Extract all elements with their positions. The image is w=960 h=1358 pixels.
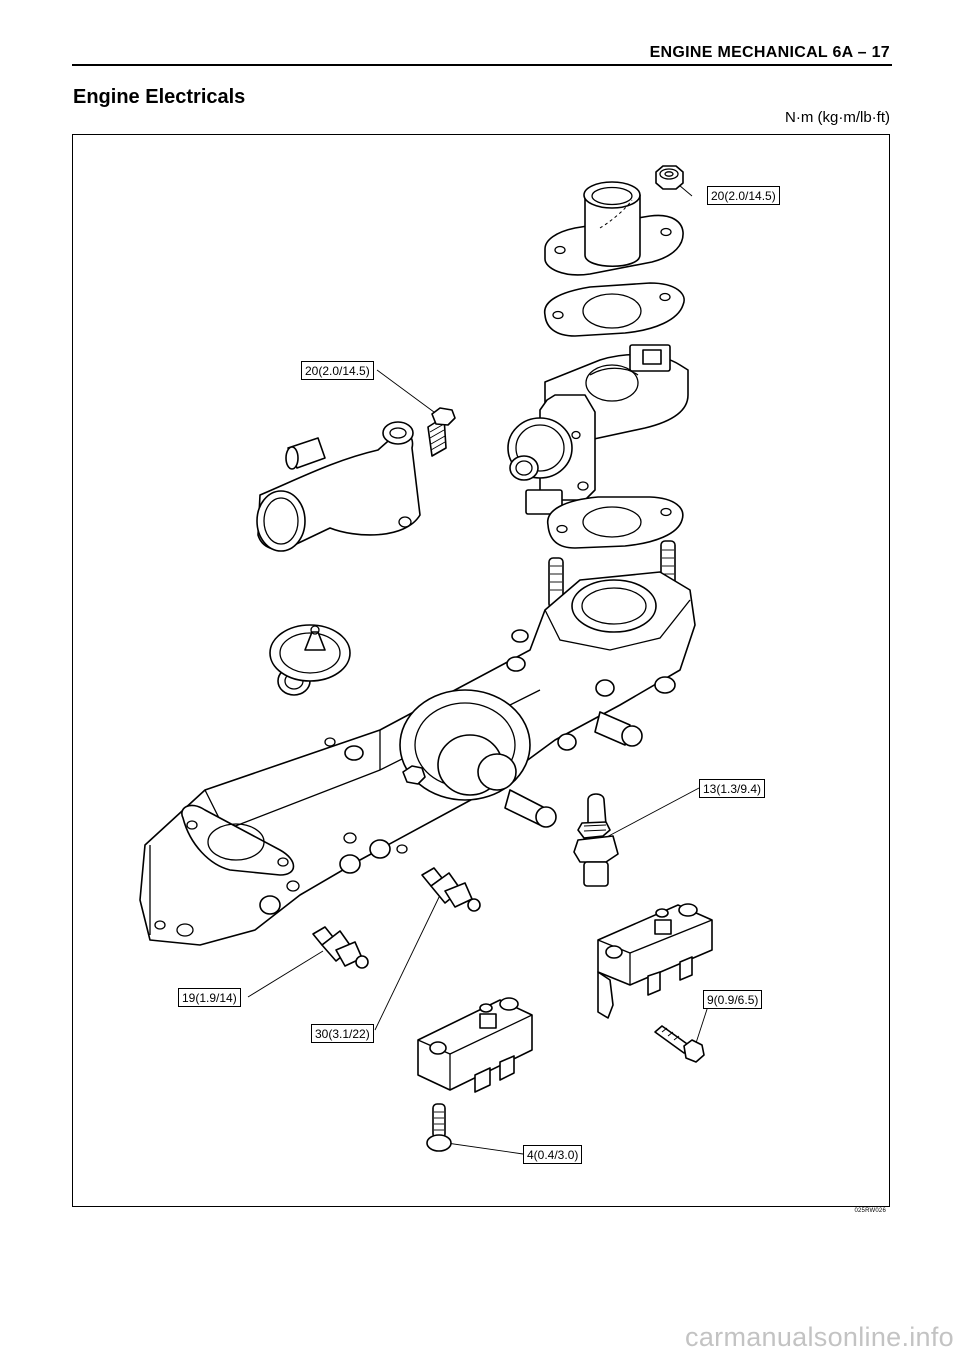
callout-sender-19-torque: 19(1.9/14) [178, 988, 241, 1007]
sender-19-part [312, 926, 369, 969]
housing-bolt-part [427, 407, 456, 457]
control-module-part [417, 997, 533, 1093]
sender-30-part [421, 867, 481, 912]
callout-bracket-bolt-torque: 9(0.9/6.5) [703, 990, 763, 1009]
thermostat-housing-part [507, 344, 689, 515]
callout-module-screw-torque: 4(0.4/3.0) [523, 1145, 583, 1164]
callout-temp-sensor-torque: 13(1.3/9.4) [699, 779, 766, 798]
intake-manifold-part [139, 571, 696, 946]
running-header: ENGINE MECHANICAL 6A – 17 [649, 44, 890, 61]
callout-housing-bolt-torque: 20(2.0/14.5) [301, 361, 374, 380]
leader-lines [247, 179, 711, 1155]
callout-sender-30-torque: 30(3.1/22) [311, 1024, 374, 1043]
temp-sensor-13-part [573, 793, 619, 887]
watermark: carmanualsonline.info [685, 1322, 954, 1352]
header-rule [72, 64, 892, 66]
section-title: Engine Electricals [73, 86, 246, 108]
water-inlet-part [256, 421, 421, 552]
torque-units: N·m (kg·m/lb·ft) [785, 109, 890, 126]
control-module-bracket-part [597, 903, 713, 1019]
upper-gasket-part [543, 282, 685, 337]
lower-gasket-part [547, 496, 684, 549]
module-screw-4-part [426, 1103, 452, 1152]
figure-frame [72, 134, 890, 1207]
outlet-nut-part [655, 165, 684, 190]
water-outlet-part [544, 181, 684, 276]
thermostat-part [269, 624, 351, 696]
callout-outlet-nut-torque: 20(2.0/14.5) [707, 186, 780, 205]
figure-code: 025RW026 [854, 1208, 886, 1214]
bracket-bolt-9-part [654, 1025, 705, 1063]
